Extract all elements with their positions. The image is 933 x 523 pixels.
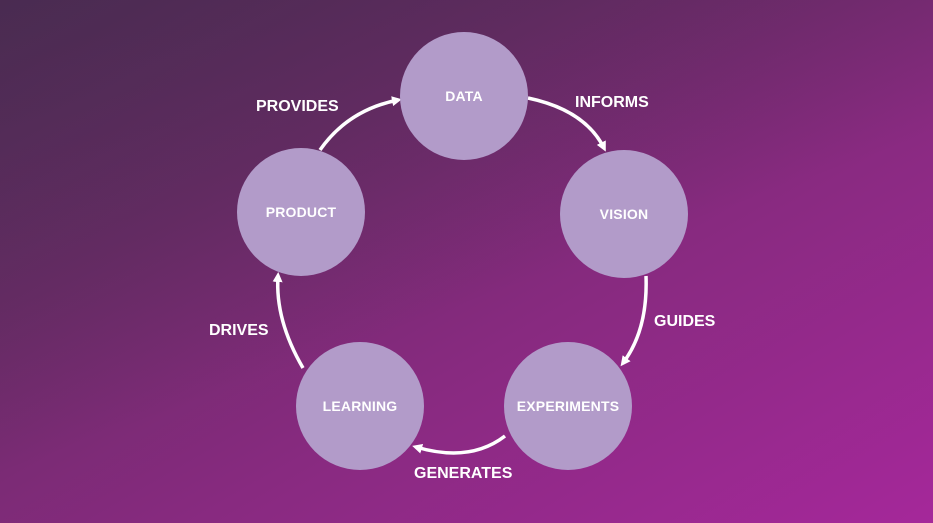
arrow-experiments-to-learning bbox=[412, 434, 507, 455]
edge-label-guides: GUIDES bbox=[654, 313, 716, 330]
edge-label-informs: INFORMS bbox=[575, 94, 649, 111]
node-vision: VISION bbox=[560, 150, 688, 278]
node-product: PRODUCT bbox=[237, 148, 365, 276]
edge-label-generates: GENERATES bbox=[414, 465, 513, 482]
edge-label-provides: PROVIDES bbox=[256, 98, 339, 115]
arrow-product-to-data bbox=[318, 96, 402, 152]
arrow-learning-to-product bbox=[272, 272, 305, 369]
edge-label-drives: DRIVES bbox=[209, 322, 269, 339]
node-learning: LEARNING bbox=[296, 342, 424, 470]
node-vision-label: VISION bbox=[599, 206, 649, 222]
node-experiments: EXPERIMENTS bbox=[504, 342, 632, 470]
arrow-vision-to-experiments bbox=[620, 275, 648, 367]
node-data-label: DATA bbox=[445, 88, 483, 104]
node-learning-label: LEARNING bbox=[322, 398, 398, 414]
node-data: DATA bbox=[400, 32, 528, 160]
node-experiments-label: EXPERIMENTS bbox=[516, 398, 620, 414]
node-product-label: PRODUCT bbox=[265, 204, 337, 220]
arrow-data-to-vision bbox=[527, 96, 606, 152]
